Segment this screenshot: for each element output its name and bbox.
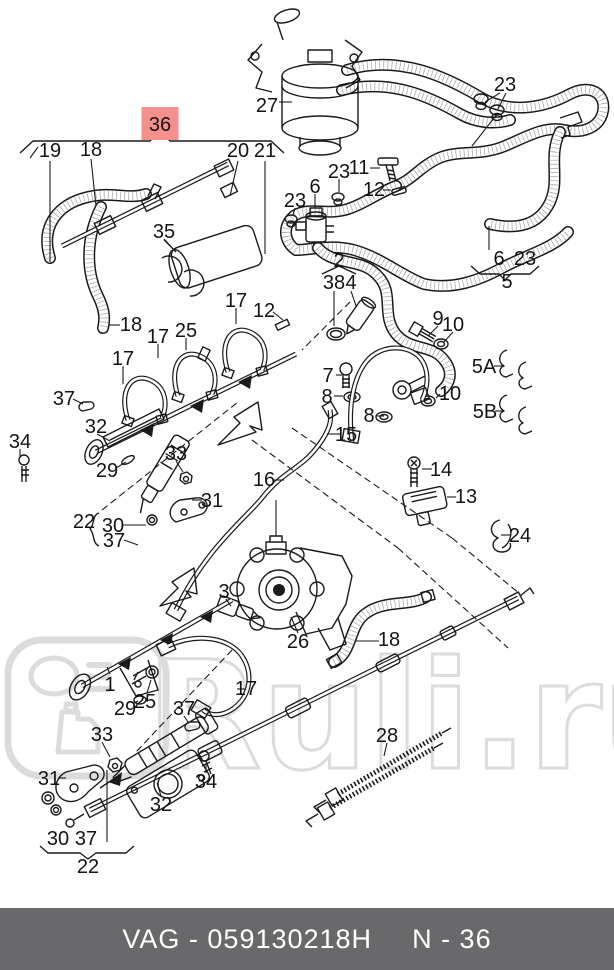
part-label-32: 32 xyxy=(150,794,172,816)
part-label-13: 13 xyxy=(455,486,477,508)
part-label-38: 38 xyxy=(323,272,345,294)
part-label-18: 18 xyxy=(378,629,400,651)
part-label-23: 23 xyxy=(328,161,350,183)
part-label-22: 22 xyxy=(77,856,99,878)
supply-tube-art xyxy=(60,158,263,297)
part-label-29: 29 xyxy=(114,698,136,720)
part-label-37: 37 xyxy=(103,530,125,552)
part-label-5: 5 xyxy=(501,271,512,293)
fuel-filter-art xyxy=(247,8,583,156)
part-label-1: 1 xyxy=(104,674,115,696)
highlight-box xyxy=(141,107,179,140)
part-label-17: 17 xyxy=(225,290,247,312)
valve-and-grommets-art xyxy=(284,93,505,243)
footer-bar: VAG - 059130218H N - 36 xyxy=(0,908,614,970)
part-label-17: 17 xyxy=(147,326,169,348)
parts-diagram: Ruli.ru xyxy=(4,8,614,878)
part-label-6: 6 xyxy=(309,176,320,198)
clip-group-art xyxy=(321,226,540,341)
part-label-34: 34 xyxy=(195,771,217,793)
part-label-5B: 5B xyxy=(473,401,497,423)
part-label-10: 10 xyxy=(439,383,461,405)
part-label-31: 31 xyxy=(38,768,60,790)
part-label-18: 18 xyxy=(80,139,102,161)
part-label-33: 33 xyxy=(165,443,187,465)
part-label-25: 25 xyxy=(175,320,197,342)
part-label-37: 37 xyxy=(173,698,195,720)
part-label-27: 27 xyxy=(256,95,278,117)
part-number: VAG - 059130218H xyxy=(122,923,373,954)
part-label-9: 9 xyxy=(432,308,443,330)
part-label-12: 12 xyxy=(253,300,275,322)
part-label-33: 33 xyxy=(91,724,113,746)
part-label-4: 4 xyxy=(345,272,356,294)
part-label-17: 17 xyxy=(235,678,257,700)
part-label-16: 16 xyxy=(253,469,275,491)
part-label-32: 32 xyxy=(85,416,107,438)
part-label-17: 17 xyxy=(112,348,134,370)
part-label-21: 21 xyxy=(254,140,276,162)
part-label-26: 26 xyxy=(287,631,309,653)
part-label-28: 28 xyxy=(376,725,398,747)
part-label-3: 3 xyxy=(218,581,229,603)
part-label-34: 34 xyxy=(9,431,31,453)
part-label-19: 19 xyxy=(39,140,61,162)
part-label-37: 37 xyxy=(53,388,75,410)
part-label-23: 23 xyxy=(284,190,306,212)
part-label-25: 25 xyxy=(134,691,156,713)
oil-can-icon xyxy=(55,701,101,755)
part-label-23: 23 xyxy=(494,74,516,96)
part-label-7: 7 xyxy=(322,365,333,387)
part-label-6: 6 xyxy=(493,248,504,270)
part-label-2: 2 xyxy=(333,250,344,272)
retaining-clips-art xyxy=(490,349,533,553)
part-label-20: 20 xyxy=(227,140,249,162)
part-label-12: 12 xyxy=(363,179,385,201)
part-label-22: 22 xyxy=(73,511,95,533)
part-label-30: 30 xyxy=(102,515,124,537)
upper-rail-art xyxy=(18,318,298,607)
diagram-canvas: Ruli.ru xyxy=(4,8,614,878)
part-label-10: 10 xyxy=(442,314,464,336)
watermark: Ruli.ru xyxy=(4,629,614,806)
bottom-injector-art xyxy=(39,695,219,860)
part-label-36: 36 xyxy=(149,114,171,136)
cable-ties-art xyxy=(305,727,452,828)
banjo-and-pipes-art xyxy=(165,321,449,622)
dashed-lines xyxy=(101,301,521,753)
part-label-15: 15 xyxy=(335,424,357,446)
part-label-29: 29 xyxy=(96,460,118,482)
lower-rail-art xyxy=(65,587,535,828)
part-label-18: 18 xyxy=(120,314,142,336)
part-label-14: 14 xyxy=(430,459,452,481)
part-label-5A: 5A xyxy=(472,356,497,378)
leader-lines xyxy=(19,92,510,797)
part-label-8: 8 xyxy=(321,386,332,408)
part-label-35: 35 xyxy=(153,221,175,243)
watermark-text: Ruli.ru xyxy=(146,630,614,804)
part-label-11: 11 xyxy=(349,157,370,179)
part-label-8: 8 xyxy=(363,405,374,427)
part-label-37: 37 xyxy=(75,828,97,850)
part-label-31: 31 xyxy=(201,490,223,512)
part-label-24: 24 xyxy=(509,525,531,547)
part-label-30: 30 xyxy=(47,828,69,850)
page-ref: N - 36 xyxy=(412,923,492,954)
part-label-23: 23 xyxy=(514,248,536,270)
